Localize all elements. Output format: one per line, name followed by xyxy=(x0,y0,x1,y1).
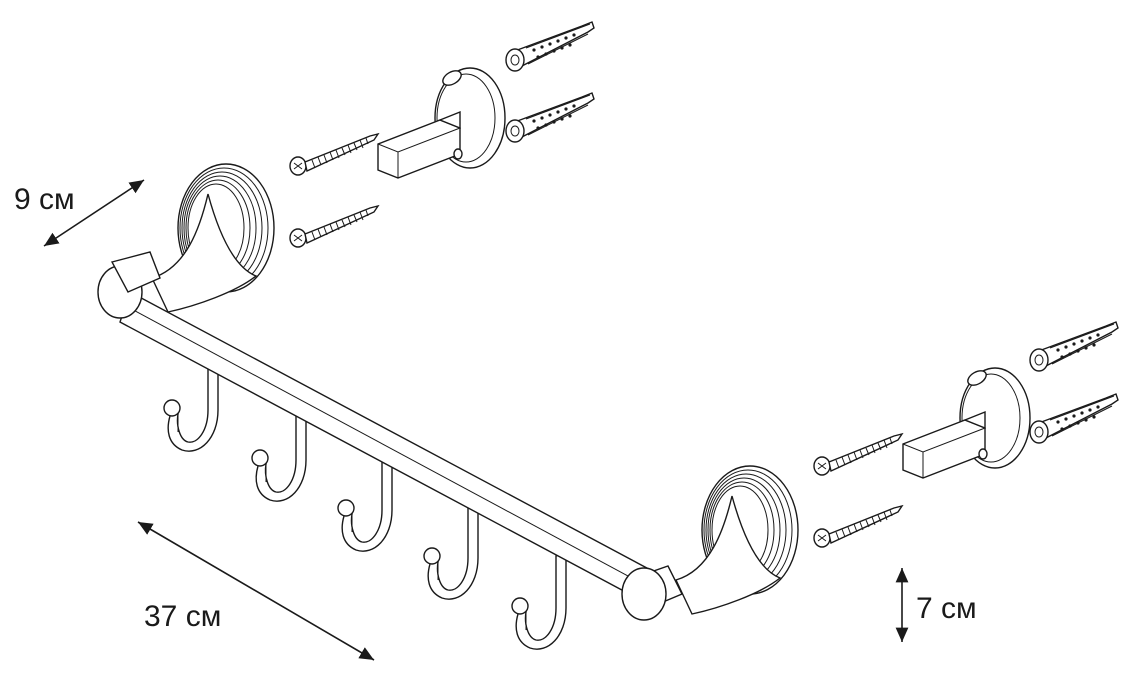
depth-label: 9 см xyxy=(14,183,75,216)
right-upper-screw xyxy=(813,433,903,476)
rail-bar xyxy=(97,251,683,621)
hook-4 xyxy=(423,501,479,600)
left-upper-dowel xyxy=(505,21,595,72)
left-mounting-plate xyxy=(377,67,506,179)
left-lower-dowel xyxy=(505,92,595,143)
left-lower-screw xyxy=(289,205,379,248)
left-flange xyxy=(151,163,275,313)
hook-5 xyxy=(511,551,567,650)
hook-2 xyxy=(251,403,307,502)
right-flange xyxy=(675,465,799,615)
length-label: 37 см xyxy=(144,600,221,633)
right-lower-dowel xyxy=(1029,393,1119,444)
length-arrow xyxy=(137,521,375,661)
left-upper-screw xyxy=(289,133,379,176)
right-mounting-plate xyxy=(902,367,1031,479)
depth-arrow xyxy=(43,179,145,247)
right-upper-dowel xyxy=(1029,321,1119,372)
height-label: 7 см xyxy=(916,592,977,625)
right-lower-screw xyxy=(813,505,903,548)
hook-3 xyxy=(337,453,393,552)
